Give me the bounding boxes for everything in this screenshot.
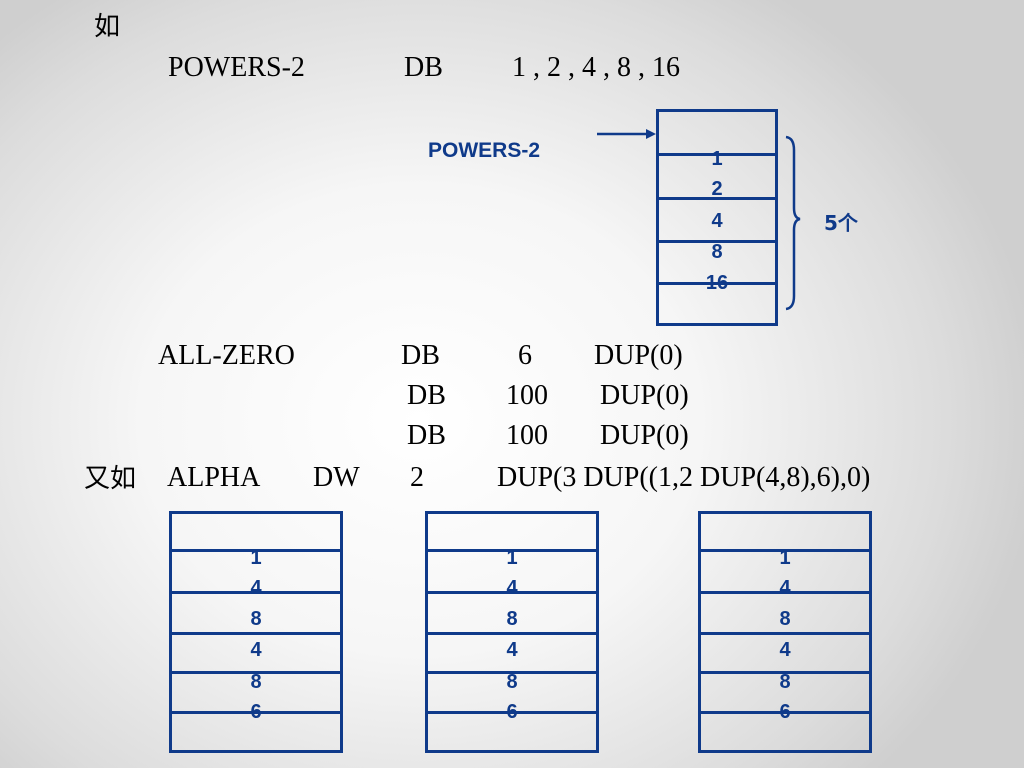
- cell-divider: [701, 591, 869, 594]
- alpha-label: ALPHA: [167, 462, 261, 493]
- cell-divider: [659, 282, 775, 285]
- cell-divider: [701, 671, 869, 674]
- cell-value: 8: [250, 671, 262, 693]
- cell-divider: [428, 671, 596, 674]
- cell-divider: [659, 197, 775, 200]
- cell-divider: [659, 153, 775, 156]
- cell-value: 8: [250, 608, 262, 630]
- cell-value: 4: [506, 577, 518, 599]
- cell-value: 8: [779, 608, 791, 630]
- cell-value: 8: [711, 241, 723, 263]
- cell-value: 8: [506, 671, 518, 693]
- cell-divider: [172, 549, 340, 552]
- cell-divider: [701, 711, 869, 714]
- cell-value: 4: [779, 577, 791, 599]
- cell-value: 16: [705, 272, 729, 294]
- alpha-op: DW: [313, 462, 360, 493]
- cell-divider: [428, 591, 596, 594]
- powers-values: 1 , 2 , 4 , 8 , 16: [512, 52, 680, 83]
- cell-value: 6: [779, 701, 791, 723]
- alpha-prefix: 又如: [84, 464, 137, 494]
- cell-divider: [659, 240, 775, 243]
- cell-divider: [172, 591, 340, 594]
- powers-op: DB: [404, 52, 443, 83]
- cell-value: 6: [250, 701, 262, 723]
- cell-value: 1: [506, 547, 518, 569]
- allzero-row-count: 100: [506, 380, 548, 411]
- cell-divider: [428, 711, 596, 714]
- alpha-count: 2: [410, 462, 424, 493]
- allzero-row-op: DB: [401, 340, 440, 371]
- cell-value: 4: [506, 639, 518, 661]
- allzero-row-count: 100: [506, 420, 548, 451]
- allzero-row-count: 6: [518, 340, 532, 371]
- cell-divider: [428, 632, 596, 635]
- allzero-row-dup: DUP(0): [600, 380, 689, 411]
- cell-value: 6: [506, 701, 518, 723]
- cell-divider: [172, 671, 340, 674]
- cell-divider: [428, 549, 596, 552]
- cell-divider: [172, 711, 340, 714]
- cell-divider: [172, 632, 340, 635]
- cell-value: 4: [779, 639, 791, 661]
- cell-value: 1: [779, 547, 791, 569]
- cell-value: 2: [711, 178, 723, 200]
- brace-label: 5个: [824, 211, 858, 235]
- powers-label: POWERS-2: [168, 52, 305, 83]
- alpha-memory-box: 1 4 8 4 8 6: [169, 511, 343, 753]
- alpha-expr: DUP(3 DUP((1,2 DUP(4,8),6),0): [497, 462, 871, 493]
- cell-value: 1: [711, 148, 723, 170]
- pointer-label: POWERS-2: [428, 139, 541, 162]
- cell-value: 4: [250, 639, 262, 661]
- intro-title: 如: [94, 12, 121, 42]
- cell-divider: [701, 549, 869, 552]
- allzero-label: ALL-ZERO: [158, 340, 295, 371]
- allzero-row-dup: DUP(0): [594, 340, 683, 371]
- alpha-memory-box: 1 4 8 4 8 6: [698, 511, 872, 753]
- allzero-row-op: DB: [407, 420, 446, 451]
- cell-value: 8: [779, 671, 791, 693]
- cell-value: 4: [711, 210, 723, 232]
- cell-value: 4: [250, 577, 262, 599]
- cell-value: 1: [250, 547, 262, 569]
- allzero-row-op: DB: [407, 380, 446, 411]
- cell-value: 8: [506, 608, 518, 630]
- cell-divider: [701, 632, 869, 635]
- powers-memory-box: 1 2 4 8 16: [656, 109, 778, 326]
- allzero-row-dup: DUP(0): [600, 420, 689, 451]
- alpha-memory-box: 1 4 8 4 8 6: [425, 511, 599, 753]
